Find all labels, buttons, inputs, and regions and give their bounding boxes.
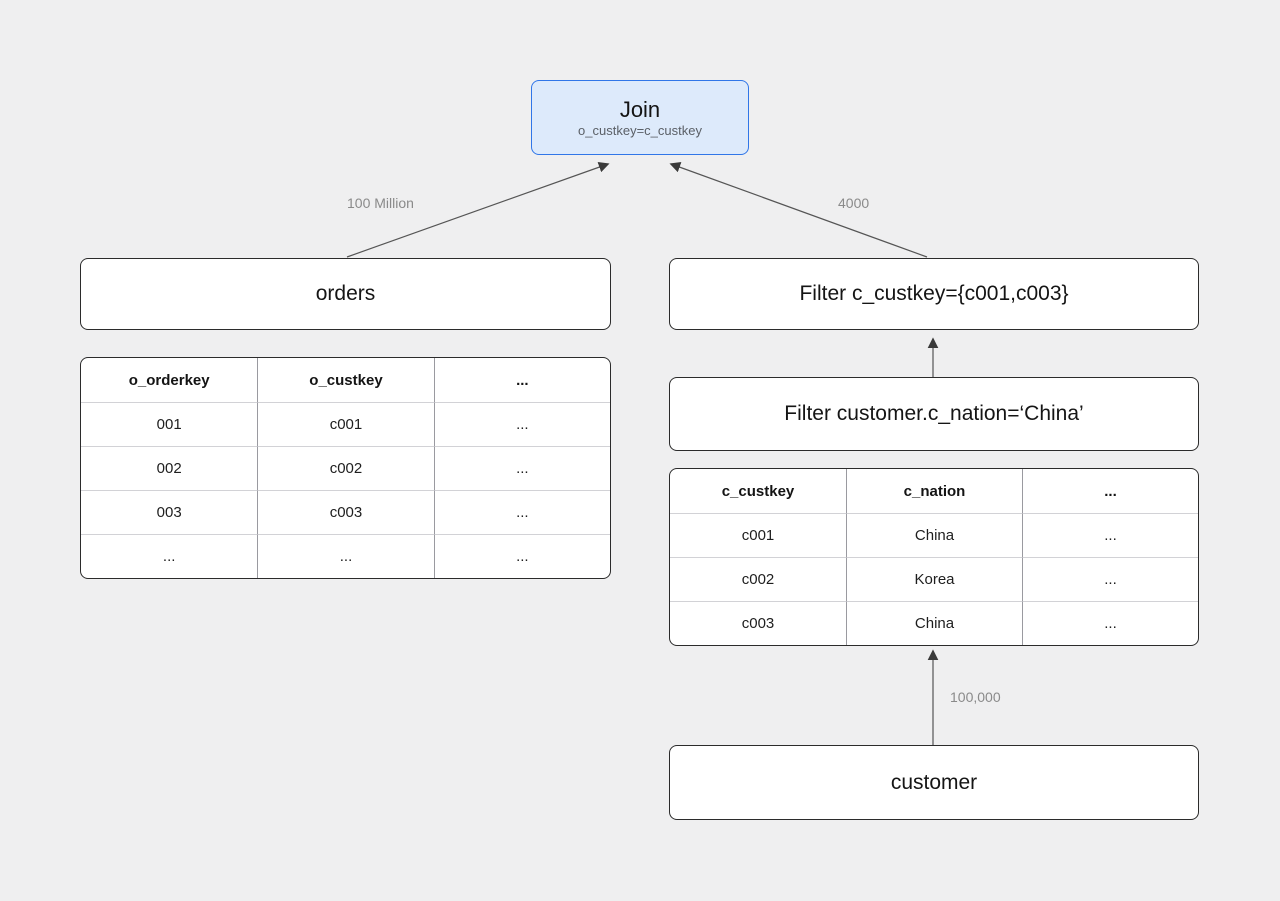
table-cell: China (846, 513, 1022, 557)
table-cell: c002 (670, 557, 846, 601)
table-header-cell: o_orderkey (128, 371, 210, 389)
filter-custkey-node-label: Filter c_custkey={c001,c003} (799, 282, 1069, 305)
table-cell: 001 (81, 402, 258, 446)
table-cell: c002 (257, 446, 434, 490)
table-cell: China (846, 601, 1022, 645)
table-cell: c001 (670, 513, 846, 557)
orders-table-node-label: orders (315, 282, 376, 305)
edge-label-orders-cardinality: 100 Million (347, 195, 414, 211)
table-header-cell: ... (1022, 469, 1198, 513)
table-cell: ... (257, 534, 434, 578)
table-cell: 002 (81, 446, 258, 490)
table-header-cell: c_nation (846, 469, 1022, 513)
filter-nation-node: Filter customer.c_nation=‘China’ (669, 377, 1199, 451)
table-cell: ... (433, 402, 610, 446)
table-header-cell: ... (433, 358, 610, 402)
table-cell: Korea (846, 557, 1022, 601)
table-cell: 003 (81, 490, 258, 534)
orders-table-node: orders (80, 258, 611, 330)
join-node-condition: o_custkey=c_custkey (578, 122, 702, 138)
join-node: Join o_custkey=c_custkey (531, 80, 749, 155)
table-header-cell: o_custkey (257, 358, 433, 402)
table-cell: ... (1022, 601, 1198, 645)
customer-table-node: customer (669, 745, 1199, 820)
table-header-cell: c_custkey (721, 482, 795, 500)
table-cell: ... (81, 534, 258, 578)
edge-filter-to-join (669, 162, 928, 258)
filter-custkey-node: Filter c_custkey={c001,c003} (669, 258, 1199, 330)
table-cell: ... (433, 446, 610, 490)
table-cell: ... (1022, 513, 1198, 557)
table-cell: ... (1022, 557, 1198, 601)
table-cell: ... (433, 534, 610, 578)
table-cell: ... (433, 490, 610, 534)
filter-nation-node-label: Filter customer.c_nation=‘China’ (784, 402, 1084, 425)
table-cell: c001 (257, 402, 434, 446)
join-node-title: Join (619, 96, 661, 122)
table-cell: c003 (257, 490, 434, 534)
edge-label-filter-cardinality: 4000 (838, 195, 870, 211)
edge-label-customer-cardinality: 100,000 (950, 689, 1001, 705)
table-cell: c003 (670, 601, 846, 645)
customer-table-node-label: customer (890, 770, 978, 794)
